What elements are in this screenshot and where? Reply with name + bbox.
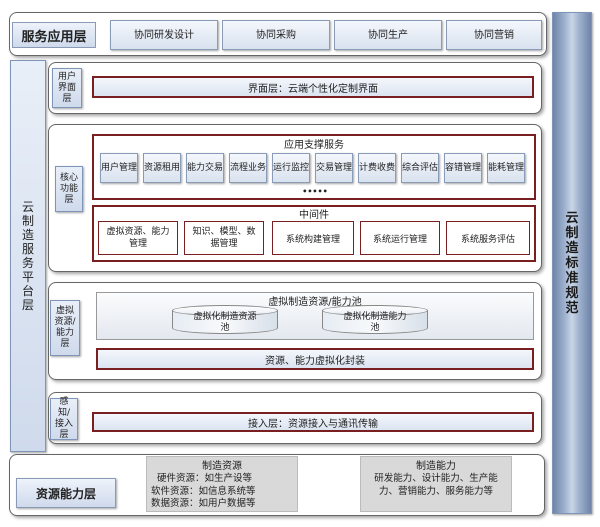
virtual-pool-title: 虚拟制造资源/能力池 <box>268 296 362 308</box>
virtual-encapsulation: 资源、能力虚拟化封装 <box>96 348 534 370</box>
manufacturing-resources-title: 制造资源 <box>202 461 242 472</box>
support-item-run-monitor: 运行监控 <box>272 153 310 183</box>
capability-pool-cylinder-label: 虚拟化制造能力池 <box>343 312 407 333</box>
resource-pool-cylinder-label: 虚拟化制造资源池 <box>193 312 257 333</box>
service-item-production: 协同生产 <box>334 20 442 50</box>
service-item-purchase: 协同采购 <box>222 20 330 50</box>
middleware-item-knowledge-mgmt: 知识、模型、数据管理 <box>184 221 264 255</box>
middleware-title: 中间件 <box>299 209 329 221</box>
resource-pool-cylinder-top <box>172 305 278 316</box>
manufacturing-capability-title: 制造能力 <box>416 461 456 472</box>
resource-line-software: 软件资源：如信息系统等 <box>151 485 256 497</box>
access-layer-content: 接入层：资源接入与通讯传输 <box>92 412 534 432</box>
support-item-user-mgmt: 用户管理 <box>100 153 138 183</box>
resource-line-data: 数据资源：如用户数据等 <box>151 498 256 509</box>
manufacturing-resources-box: 制造资源 硬件资源：如生产设等 软件资源：如信息系统等 数据资源：如用户数据等 <box>146 456 298 512</box>
core-layer-label: 核心功能层 <box>55 166 83 212</box>
service-item-marketing: 协同营销 <box>446 20 542 50</box>
virtual-layer-label: 虚拟资源/能力层 <box>50 300 80 356</box>
resource-layer-label: 资源能力层 <box>16 478 116 508</box>
support-ellipsis: ••••• <box>302 186 328 196</box>
support-item-evaluation: 综合评估 <box>401 153 439 183</box>
middleware-item-system-run: 系统运行管理 <box>360 221 440 255</box>
ui-layer-content: 界面层：云端个性化定制界面 <box>92 76 534 98</box>
standard-label: 云制造标准规范 <box>552 12 592 514</box>
resource-line-hardware: 硬件资源：如生产设等 <box>157 473 253 484</box>
platform-label: 云制造服务平台层 <box>10 60 46 452</box>
manufacturing-capability-box: 制造能力 研发能力、设计能力、生产能力、营销能力、服务能力等 <box>360 456 512 512</box>
ui-layer-label: 用户界面层 <box>52 68 82 108</box>
middleware-item-virtual-mgmt: 虚拟资源、能力管理 <box>98 221 178 255</box>
virtual-pool-box <box>96 292 534 340</box>
support-item-energy-mgmt: 能耗管理 <box>487 153 525 183</box>
support-item-fault-tolerance: 容错管理 <box>444 153 482 183</box>
middleware-item-system-build: 系统构建管理 <box>272 221 354 255</box>
service-item-rd: 协同研发设计 <box>110 20 218 50</box>
capability-pool-cylinder-top <box>322 305 428 316</box>
support-item-billing: 计费收费 <box>358 153 396 183</box>
manufacturing-capability-text: 研发能力、设计能力、生产能力、营销能力、服务能力等 <box>374 473 498 497</box>
support-item-capability-trade: 能力交易 <box>186 153 224 183</box>
access-layer-label: 感知/接入层 <box>50 397 78 440</box>
support-item-process-business: 流程业务 <box>229 153 267 183</box>
service-layer-label: 服务应用层 <box>12 22 96 48</box>
support-item-resource-rental: 资源租用 <box>143 153 181 183</box>
support-services-title: 应用支撑服务 <box>284 139 344 151</box>
support-item-trade-mgmt: 交易管理 <box>315 153 353 183</box>
middleware-item-service-eval: 系统服务评估 <box>446 221 530 255</box>
